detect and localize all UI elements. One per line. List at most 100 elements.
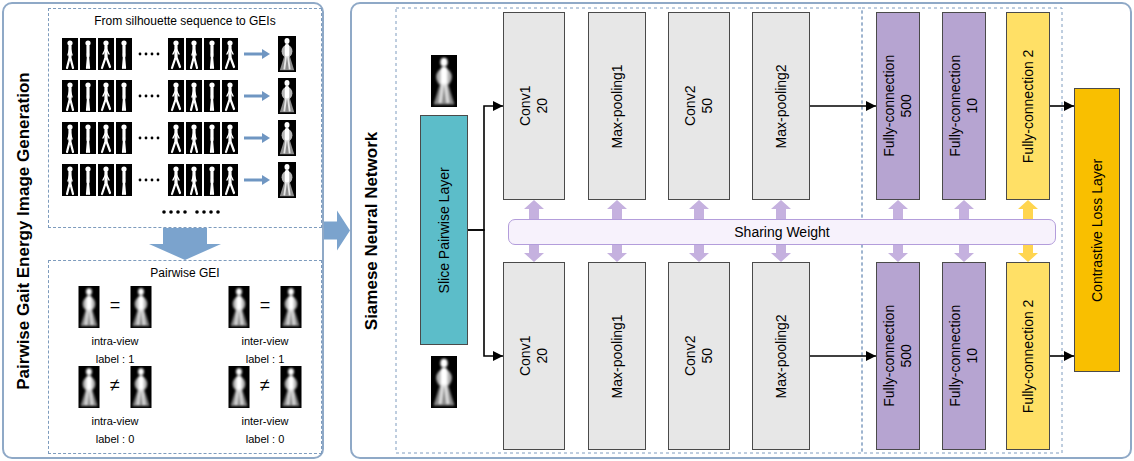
layer-label: Max-pooling2	[773, 26, 790, 186]
gei-pairs	[79, 286, 302, 408]
layer-label: Conv1 20	[517, 83, 551, 129]
gei-pairs-use-part	[281, 286, 302, 328]
layer-label: Max-pooling1	[609, 276, 626, 436]
flow-block-arrow	[324, 211, 350, 251]
pair-label: inter-view label : 1	[241, 335, 288, 365]
layer-label: Fully-connection 10	[947, 299, 981, 413]
ellipsis-dots-circle-part	[162, 210, 166, 214]
sharing-arrow	[771, 200, 791, 219]
pair-label: inter-view label : 0	[241, 415, 288, 445]
fc-box: Fully-connection 10	[942, 262, 986, 450]
sharing-arrow	[1018, 200, 1038, 219]
sharing-arrow	[607, 245, 627, 262]
relation-symbol: ≠	[260, 375, 270, 395]
sharing-arrow	[954, 245, 974, 262]
layer-label: Fully-connection 10	[947, 49, 981, 163]
gei-pairs-use-part	[79, 366, 100, 408]
relation-symbol: =	[260, 295, 271, 315]
panel-title: Siamese Neural Network	[362, 131, 382, 329]
ellipsis-dots-circle-part	[216, 210, 220, 214]
relation-symbol: ≠	[110, 375, 120, 395]
layer-label: Max-pooling1	[609, 26, 626, 186]
group-title: From silhouette sequence to GEIs	[94, 14, 275, 28]
ellipsis-dots-circle-part	[195, 210, 199, 214]
layer-label: Fully-connection 2	[1020, 49, 1037, 163]
sharing-band: Sharing Weight	[508, 219, 1056, 245]
pair-label: intra-view label : 1	[91, 335, 138, 365]
silhouette-row	[62, 162, 296, 198]
band-label: Sharing Weight	[734, 224, 829, 240]
conv-box: Conv1 20	[503, 12, 565, 200]
silhouette-row	[62, 78, 296, 114]
ellipsis-dots	[162, 210, 220, 214]
ellipsis-dots-circle-part	[202, 210, 206, 214]
sharing-arrow	[689, 245, 709, 262]
sharing-arrow	[771, 245, 791, 262]
stage-panel: Pairwise Gait Energy Image Generation Fro…	[2, 2, 324, 459]
relation-symbol-box: ≠	[102, 375, 128, 397]
panel-title-strip: Pairwise Gait Energy Image Generation	[4, 4, 44, 457]
fc-output-box: Fully-connection 2	[1006, 262, 1050, 450]
sharing-arrow	[954, 200, 974, 219]
layer-label: Conv2 50	[682, 83, 716, 129]
gei-pairs-use-part	[229, 366, 250, 408]
sharing-arrow	[524, 245, 544, 262]
pool-box: Max-pooling1	[588, 12, 646, 200]
relation-symbol-box: =	[252, 295, 278, 317]
group-title: Pairwise GEI	[150, 266, 219, 280]
conv-box: Conv2 50	[668, 262, 730, 450]
sharing-arrow	[689, 200, 709, 219]
layer-label: Conv2 50	[682, 333, 716, 379]
panel-title-strip: Siamese Neural Network	[352, 4, 392, 457]
pair-label-box: intra-view label : 1	[83, 331, 147, 367]
conv-box: Conv2 50	[668, 12, 730, 200]
fc-box: Fully-connection 500	[876, 12, 920, 200]
fc-output-box: Fully-connection 2	[1006, 12, 1050, 200]
input-gei	[431, 55, 457, 107]
ellipsis-dots-circle-part	[169, 210, 173, 214]
ellipsis-dots-circle-part	[209, 210, 213, 214]
dashed-group: From silhouette sequence to GEIs	[48, 8, 322, 228]
silhouette-row	[62, 36, 296, 72]
data-flow-arrow	[468, 230, 503, 356]
relation-symbol-box: ≠	[252, 375, 278, 397]
input-gei	[431, 356, 457, 408]
pair-label-box: inter-view label : 1	[233, 331, 297, 367]
sharing-arrow	[888, 200, 908, 219]
layer-label: Slice Pairwise Layer	[436, 125, 453, 335]
sharing-arrow	[1018, 245, 1038, 262]
sharing-arrow	[607, 200, 627, 219]
layer-label: Fully-connection 500	[881, 299, 915, 413]
data-flow-arrow	[810, 105, 876, 107]
relation-symbol: =	[110, 295, 121, 315]
data-flow-arrow	[810, 355, 876, 357]
fc-box: Fully-connection 500	[876, 262, 920, 450]
loss-layer-box: Contrastive Loss Layer	[1074, 88, 1120, 372]
sharing-arrow	[888, 245, 908, 262]
layer-label: Fully-connection 500	[881, 49, 915, 163]
data-flow-arrow	[1050, 355, 1074, 357]
gei-pairs-use-part	[131, 286, 152, 328]
layer-label: Max-pooling2	[773, 276, 790, 436]
gei-pairs-use-part	[79, 286, 100, 328]
data-flow-arrow	[468, 106, 503, 230]
stage-panel: Siamese Neural Network Slice Pairwise Lay…	[350, 2, 1132, 459]
ellipsis-dots-circle-part	[183, 210, 187, 214]
pair-label: intra-view label : 0	[91, 415, 138, 445]
gei-pairs-use-part	[229, 286, 250, 328]
conv-box: Conv1 20	[503, 262, 565, 450]
silhouette-row	[62, 120, 296, 156]
layer-label: Conv1 20	[517, 333, 551, 379]
pool-box: Max-pooling1	[588, 262, 646, 450]
pool-box: Max-pooling2	[752, 12, 810, 200]
flow-block-arrow	[149, 228, 221, 260]
relation-symbol-box: =	[102, 295, 128, 317]
pair-label-box: inter-view label : 0	[233, 411, 297, 447]
fc-box: Fully-connection 10	[942, 12, 986, 200]
pool-box: Max-pooling2	[752, 262, 810, 450]
gei-pairs-use-part	[131, 366, 152, 408]
layer-label: Fully-connection 2	[1020, 299, 1037, 413]
layer-label: Contrastive Loss Layer	[1089, 100, 1106, 360]
data-flow-arrow	[1050, 105, 1074, 107]
